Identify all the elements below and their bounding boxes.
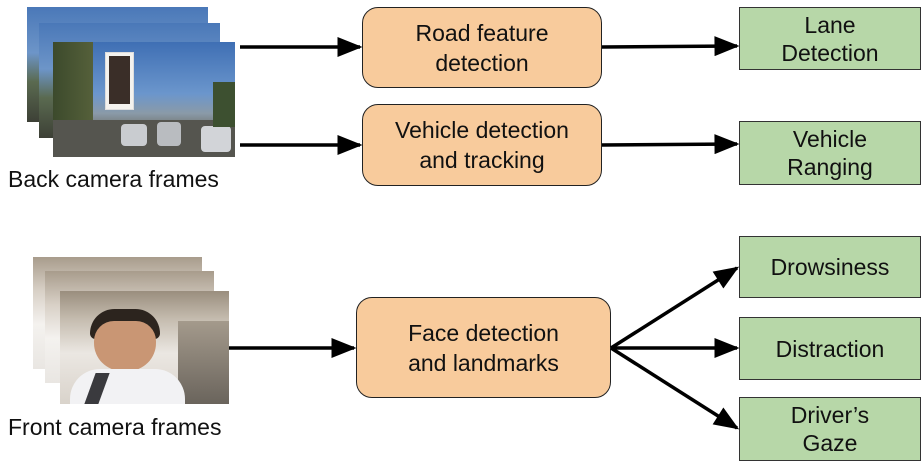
back-camera-frame-1 xyxy=(53,42,235,157)
box-label-line: Lane xyxy=(804,11,856,38)
box-label-line: Ranging xyxy=(787,154,873,180)
trees-right xyxy=(213,82,235,127)
arrow-face-to-gaze xyxy=(610,346,740,430)
box-label-line: Face detection xyxy=(408,319,559,346)
driver-face xyxy=(94,321,156,371)
arrow-vehicle-to-ranging xyxy=(601,134,740,155)
arrow-road-to-lane xyxy=(601,36,740,57)
box-label-line: Road feature xyxy=(415,19,549,46)
box-label-line: detection xyxy=(435,49,529,76)
distraction-box[interactable]: Distraction xyxy=(739,317,921,380)
seat xyxy=(178,321,229,404)
front-camera-frame-1 xyxy=(60,291,229,404)
box-label-line: Vehicle xyxy=(792,126,868,152)
box-label-line: and tracking xyxy=(419,147,545,173)
box-label-line: Drowsiness xyxy=(770,254,890,280)
road-feature-detection-box[interactable]: Road feature detection xyxy=(362,7,602,88)
face-detection-landmarks-box[interactable]: Face detection and landmarks xyxy=(356,297,611,398)
drowsiness-box[interactable]: Drowsiness xyxy=(739,236,921,298)
box-label-line: Driver’s xyxy=(790,402,870,428)
car xyxy=(157,122,181,146)
car xyxy=(201,126,231,152)
billboard xyxy=(105,52,134,110)
box-label-line: Gaze xyxy=(802,430,858,456)
box-label-line: Detection xyxy=(781,39,879,66)
car xyxy=(121,124,147,146)
arrow-face-to-drowsiness xyxy=(610,266,740,350)
box-label-line: Vehicle detection xyxy=(395,117,569,143)
front-camera-caption: Front camera frames xyxy=(8,414,222,440)
back-camera-caption: Back camera frames xyxy=(8,166,219,192)
box-label-line: and landmarks xyxy=(408,349,559,376)
box-label-line: Distraction xyxy=(775,335,885,362)
vehicle-detection-tracking-box[interactable]: Vehicle detection and tracking xyxy=(362,104,602,186)
